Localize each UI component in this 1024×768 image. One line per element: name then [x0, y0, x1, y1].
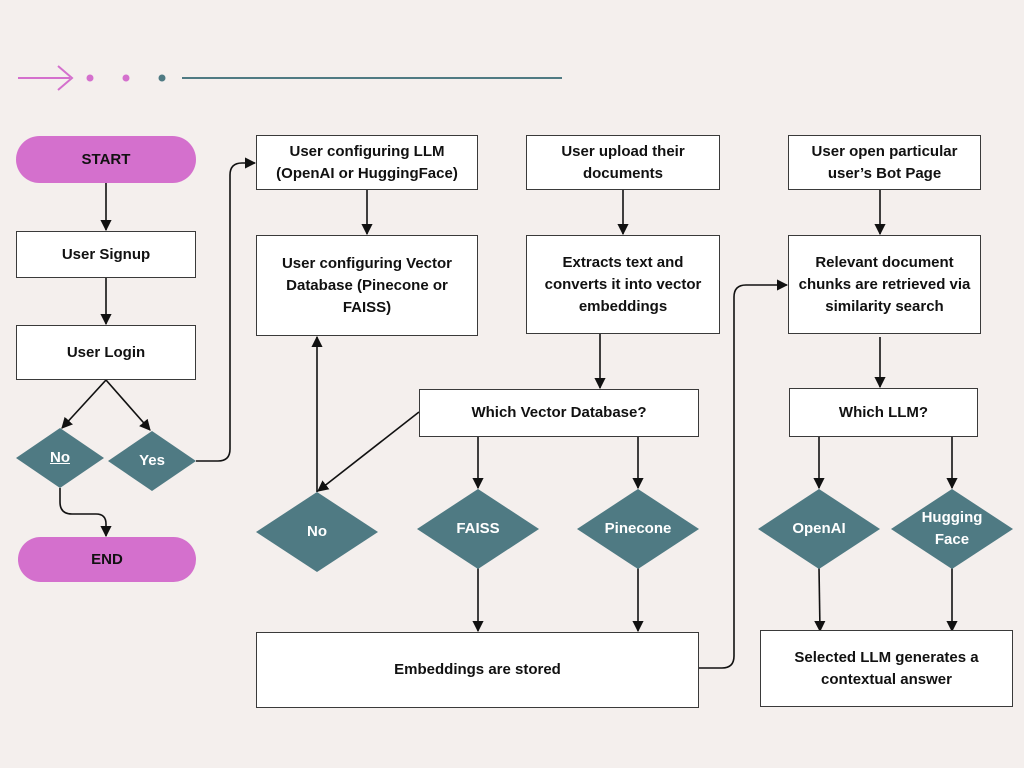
llm-openai-decision: OpenAI [758, 489, 880, 569]
stored-label: Embeddings are stored [394, 661, 561, 678]
signup-label: User Signup [61, 245, 151, 263]
decor-header [18, 65, 562, 91]
decision-yes-label: Yes [139, 452, 165, 469]
decision-no-label: No [50, 449, 70, 466]
vdb-pinecone-label: Pinecone [604, 520, 672, 537]
answer-node: Selected LLM generates a contextual answ… [760, 630, 1013, 707]
arrow-login-no [61, 379, 107, 429]
open-bot-label: User open particular user’s Bot Page [811, 142, 958, 182]
retrieve-node: Relevant document chunks are retrieved v… [788, 235, 981, 334]
extract-text-node: Extracts text and converts it into vecto… [526, 235, 720, 334]
config-vdb-node: User configuring Vector Database (Pineco… [256, 235, 478, 336]
arrow-stored-retrieve [699, 279, 789, 669]
signup-node: User Signup [16, 231, 196, 278]
vdb-no-label: No [307, 523, 327, 540]
start-node: START [16, 136, 196, 183]
vdb-faiss-label: FAISS [456, 520, 500, 537]
upload-docs-node: User upload their documents [526, 135, 720, 190]
llm-hf-decision: Hugging Face [891, 489, 1013, 569]
llm-hf-label: Hugging Face [921, 509, 983, 548]
extract-text-label: Extracts text and converts it into vecto… [544, 253, 702, 315]
retrieve-label: Relevant document chunks are retrieved v… [798, 253, 971, 315]
answer-label: Selected LLM generates a contextual answ… [794, 648, 979, 688]
arrow-yes-configllm [196, 157, 257, 462]
vdb-no-decision: No [256, 492, 378, 572]
vdb-faiss-decision: FAISS [417, 489, 539, 569]
end-node: END [18, 537, 196, 582]
which-llm-node: Which LLM? [789, 388, 978, 437]
config-vdb-label: User configuring Vector Database (Pineco… [281, 254, 453, 316]
arrow-whichvdb-vdbno [317, 411, 420, 492]
llm-openai-label: OpenAI [792, 520, 846, 537]
arrow-openai-answer [814, 567, 826, 633]
arrow-no-end [59, 488, 112, 538]
which-vdb-node: Which Vector Database? [419, 389, 699, 437]
config-llm-label: User configuring LLM (OpenAI or HuggingF… [276, 142, 458, 182]
stored-node: Embeddings are stored [256, 632, 699, 708]
end-label: END [91, 551, 123, 568]
arrow-login-yes [105, 379, 151, 431]
upload-docs-label: User upload their documents [561, 142, 685, 182]
open-bot-node: User open particular user’s Bot Page [788, 135, 981, 190]
decision-no: No [16, 428, 104, 488]
which-llm-label: Which LLM? [838, 403, 929, 421]
config-llm-node: User configuring LLM (OpenAI or HuggingF… [256, 135, 478, 190]
which-vdb-label: Which Vector Database? [471, 404, 647, 421]
vdb-pinecone-decision: Pinecone [577, 489, 699, 569]
login-node: User Login [16, 325, 196, 380]
decision-yes: Yes [108, 431, 196, 491]
login-label: User Login [66, 343, 146, 361]
start-label: START [81, 151, 131, 168]
